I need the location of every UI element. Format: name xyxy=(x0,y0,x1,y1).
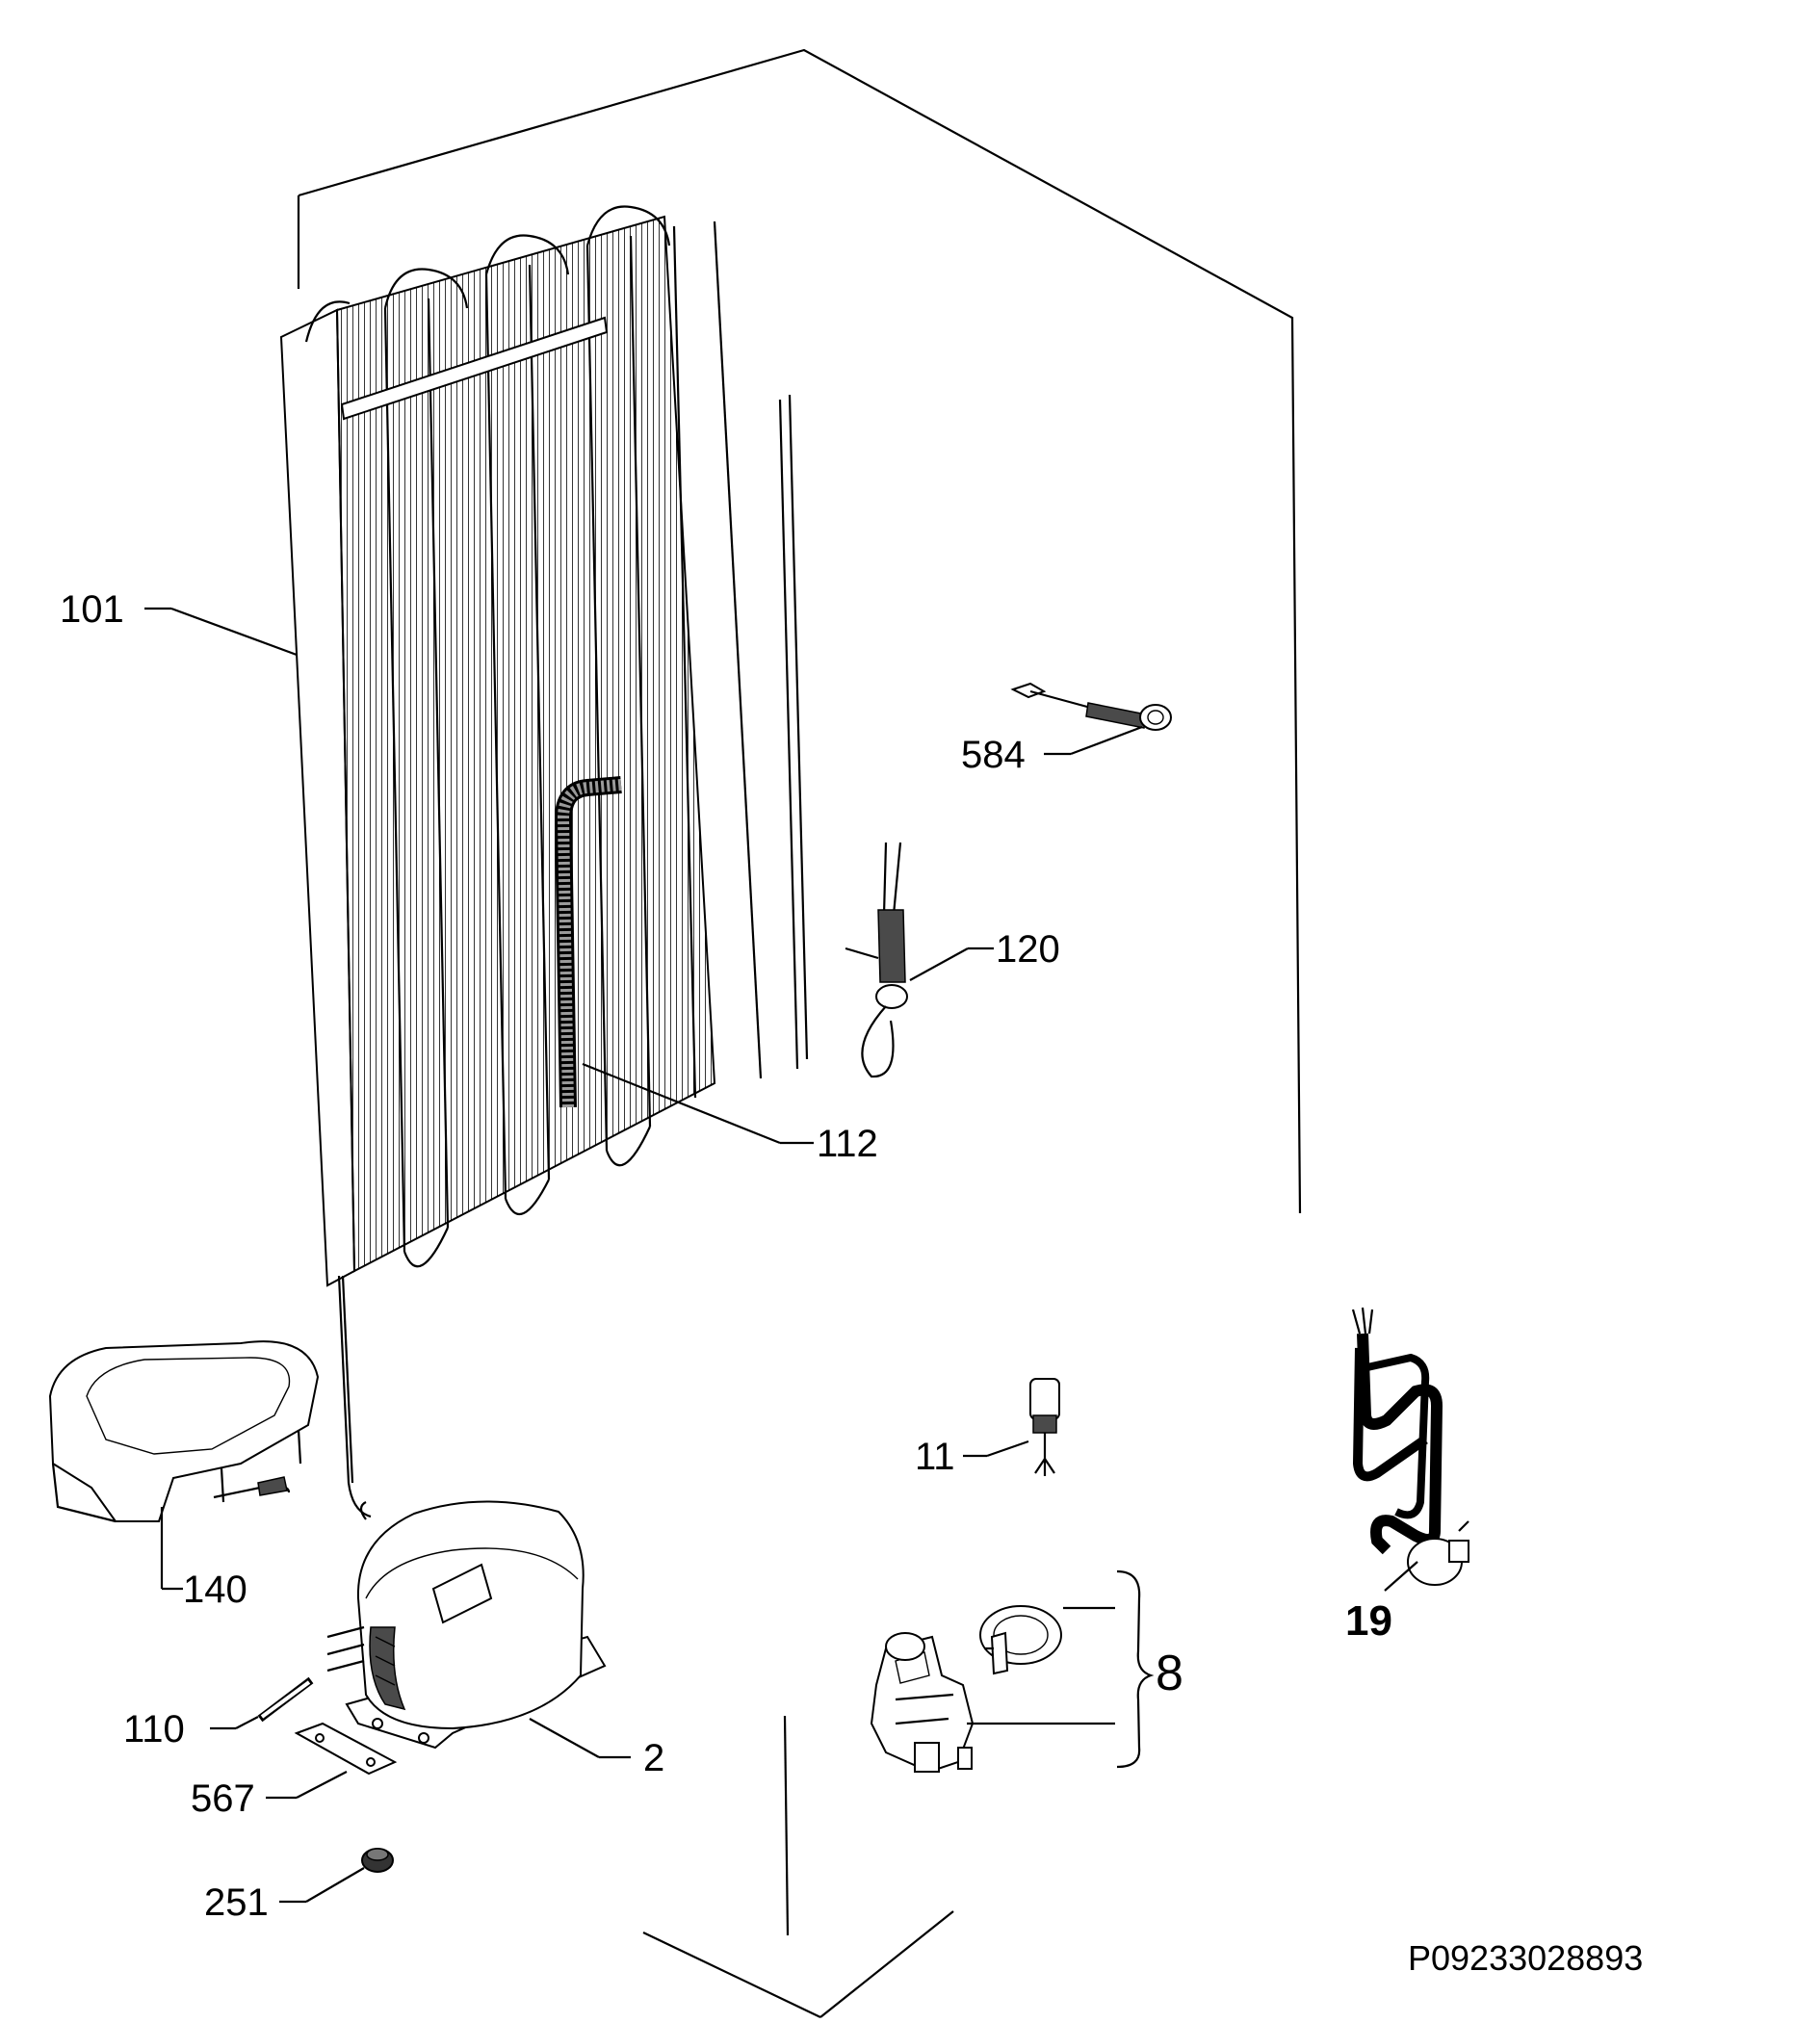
cabinet-outline xyxy=(297,48,1302,2018)
callout-2: 2 xyxy=(643,1737,664,1779)
leader-lines xyxy=(144,607,1418,1904)
callout-101: 101 xyxy=(60,588,124,631)
callout-120: 120 xyxy=(996,928,1060,971)
callout-140: 140 xyxy=(183,1569,247,1611)
condenser-assembly xyxy=(279,205,809,1518)
callout-584: 584 xyxy=(961,734,1026,776)
part-110-pin xyxy=(257,1676,314,1723)
callout-110: 110 xyxy=(123,1708,185,1751)
part-11-sensor xyxy=(1029,1378,1060,1476)
part-2-compressor xyxy=(326,1500,607,1750)
part-120-heater xyxy=(845,842,908,1078)
callout-11: 11 xyxy=(915,1436,955,1478)
callout-8: 8 xyxy=(1156,1646,1183,1701)
part-140-drip-tray xyxy=(48,1340,320,1523)
part-8-relay-group xyxy=(870,1605,1062,1774)
callout-112: 112 xyxy=(817,1123,878,1165)
callout-19: 19 xyxy=(1345,1597,1392,1645)
part-567-plate xyxy=(294,1722,398,1776)
part-584-clip xyxy=(1010,682,1172,731)
part-251-grommet xyxy=(361,1848,394,1873)
callout-251: 251 xyxy=(204,1881,269,1924)
document-code: P09233028893 xyxy=(1408,1938,1643,1978)
part-19-power-cord xyxy=(1351,1307,1469,1586)
callout-567: 567 xyxy=(191,1777,255,1820)
